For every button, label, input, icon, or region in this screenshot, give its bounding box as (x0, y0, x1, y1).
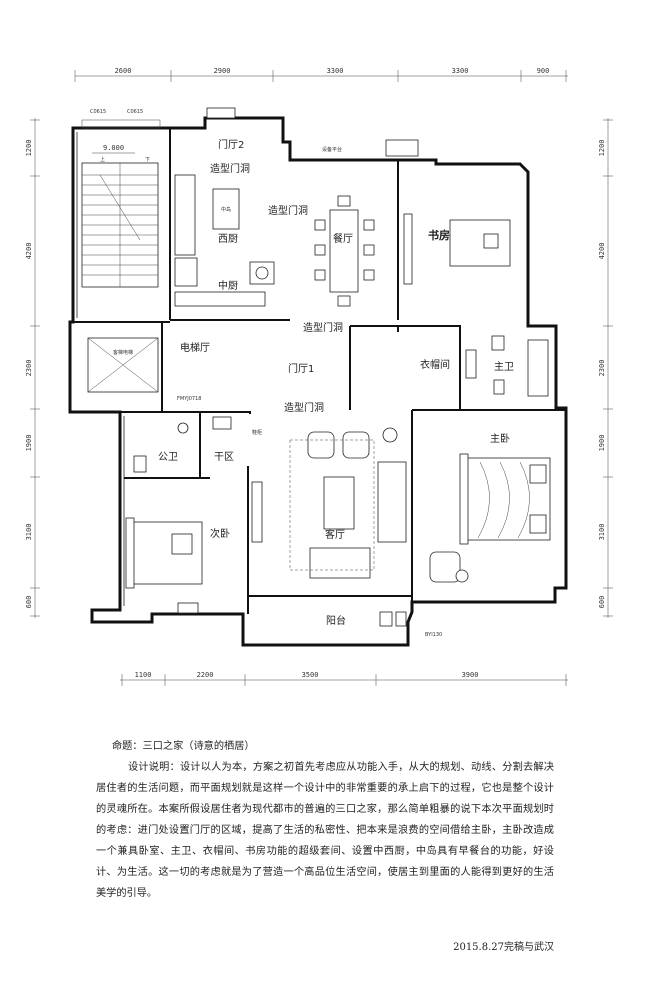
second-bed (125, 517, 203, 614)
room-arch-1: 造型门洞 (210, 162, 250, 175)
room-balcony: 阳台 (326, 614, 346, 627)
master-bed (429, 453, 551, 583)
dim-top-2: 2900 (214, 67, 231, 75)
design-description: 命题：三口之家（诗意的栖居） 设计说明：设计以人为本，方案之初首先考虑应从功能入… (96, 736, 554, 904)
exterior-walls (68, 116, 568, 647)
stair-down-label: 下 (145, 157, 150, 163)
interior-walls (73, 128, 566, 614)
room-labels: 门厅2 造型门洞 造型门洞 西厨 中厨 餐厅 书房 造型门洞 电梯厅 门厅1 衣… (158, 138, 514, 627)
dim-right-5: 3100 (598, 524, 606, 541)
dim-right-2: 4200 (598, 243, 606, 260)
room-kitchen: 中厨 (218, 279, 238, 292)
dim-left-4: 1900 (25, 435, 33, 452)
dim-bottom-4: 3900 (462, 671, 479, 679)
elevator-label: 客梯电梯 (113, 349, 133, 356)
balcony-fixtures: BYI130 FMYJ0718 鞋柜 (177, 396, 442, 638)
dim-top-5: 900 (537, 67, 550, 75)
stair-level: 9.000 (103, 144, 124, 152)
room-dining: 餐厅 (333, 232, 353, 245)
dim-right-1: 1200 (598, 140, 606, 157)
dim-bottom-1: 1100 (135, 671, 152, 679)
room-arch-2: 造型门洞 (268, 204, 308, 217)
room-west-kitchen: 西厨 (218, 233, 238, 245)
dim-left-5: 3100 (25, 524, 33, 541)
room-living: 客厅 (325, 528, 345, 541)
dimension-top: 2600 2900 3300 3300 900 (74, 67, 568, 82)
elevator: 客梯电梯 (87, 337, 159, 393)
study-furniture: 设备平台 (322, 139, 511, 285)
window-label-3: BYI130 (425, 632, 442, 638)
description-title: 命题：三口之家（诗意的栖居） (112, 741, 255, 752)
room-foyer1: 门厅1 (288, 362, 314, 375)
balcony-top-label: 设备平台 (322, 146, 342, 153)
room-dry-area: 干区 (214, 451, 234, 463)
room-master-bath: 主卫 (494, 361, 514, 373)
stair-up-label: 上 (100, 156, 105, 163)
dim-right-4: 1900 (598, 435, 606, 452)
shoe-cabinet-label: 鞋柜 (252, 429, 262, 436)
kitchen-furniture: 中岛 (174, 107, 275, 307)
dim-left-2: 4200 (25, 243, 33, 260)
dim-left-3: 2300 (25, 360, 33, 377)
staircase: 上 下 9.000 C0615 C0615 (81, 109, 161, 288)
island-label: 中岛 (221, 206, 231, 213)
room-arch-3: 造型门洞 (303, 321, 343, 334)
completion-date: 2015.8.27完稿与武汉 (453, 942, 554, 953)
door-code: FMYJ0718 (177, 396, 201, 402)
room-foyer2: 门厅2 (218, 138, 244, 151)
room-arch-4: 造型门洞 (284, 401, 324, 414)
dimension-right: 1200 4200 2300 1900 3100 600 (598, 118, 613, 618)
dim-top-1: 2600 (115, 67, 132, 75)
room-study: 书房 (428, 228, 450, 242)
dimension-bottom: 1100 2200 3500 3900 (120, 671, 568, 686)
dim-bottom-2: 2200 (197, 671, 214, 679)
room-public-bath: 公卫 (158, 452, 178, 463)
description-body: 设计说明：设计以人为本，方案之初首先考虑应从功能入手，从大的规划、动线、分割去解… (96, 762, 554, 899)
dim-top-4: 3300 (452, 67, 469, 75)
room-second-bed: 次卧 (210, 527, 230, 540)
dim-top-3: 3300 (327, 67, 344, 75)
room-master-bed: 主卧 (490, 432, 510, 445)
room-closet: 衣帽间 (420, 358, 450, 371)
living-furniture (251, 427, 407, 579)
window-label-2: C0615 (127, 109, 143, 115)
dim-left-6: 600 (25, 596, 33, 609)
dining-table (314, 195, 375, 307)
dimension-left: 1200 4200 2300 1900 3100 600 (25, 118, 40, 618)
floor-plan: 2600 2900 3300 3300 900 1100 2200 3500 3… (25, 67, 613, 686)
window-label-1: C0615 (90, 109, 106, 115)
room-lift-hall: 电梯厅 (180, 341, 210, 354)
dim-left-1: 1200 (25, 140, 33, 157)
dim-right-6: 600 (598, 596, 606, 609)
dim-bottom-3: 3500 (302, 671, 319, 679)
bathroom-fixtures (133, 335, 549, 473)
dim-right-3: 2300 (598, 360, 606, 377)
